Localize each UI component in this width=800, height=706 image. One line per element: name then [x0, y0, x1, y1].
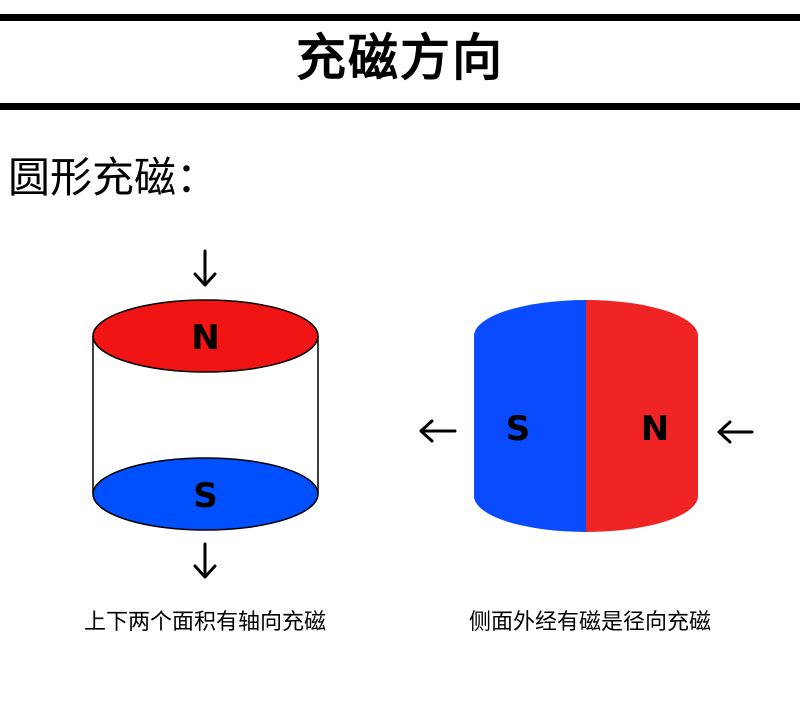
axial-bottom-face-south: [92, 457, 319, 531]
page-title: 充磁方向: [296, 29, 504, 87]
axial-caption: 上下两个面积有轴向充磁: [83, 610, 326, 635]
radial-north-half: [586, 300, 698, 532]
arrow-left-outer-icon: [419, 419, 457, 443]
radial-magnet: S N: [474, 300, 698, 532]
arrow-down-top-icon: [193, 249, 217, 287]
axial-south-label: S: [193, 476, 218, 516]
axial-top-face-north: [92, 299, 319, 373]
axial-magnet: N S: [92, 299, 319, 531]
radial-caption: 侧面外经有磁是径向充磁: [468, 610, 711, 635]
radial-south-half: [474, 300, 586, 532]
header-band: [0, 14, 800, 110]
section-heading: 圆形充磁：: [8, 153, 219, 202]
arrow-down-bottom-icon: [193, 542, 217, 579]
radial-south-label: S: [506, 409, 531, 449]
axial-north-label: N: [191, 318, 219, 358]
arrow-left-inner-icon: [717, 420, 754, 444]
radial-north-label: N: [641, 409, 669, 449]
